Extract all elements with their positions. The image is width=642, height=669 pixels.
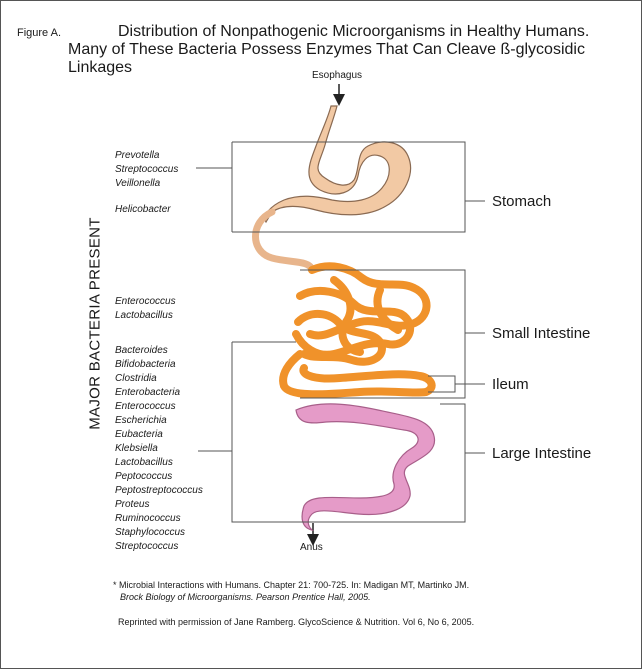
bacteria-item: Peptostreptococcus <box>115 485 203 496</box>
bacteria-item: Ruminococcus <box>115 513 181 524</box>
bacteria-item: Streptococcus <box>115 541 179 552</box>
bacteria-item: Bacteroides <box>115 345 168 356</box>
title-line-1: Distribution of Nonpathogenic Microorgan… <box>118 23 590 40</box>
bacteria-item: Streptococcus <box>115 164 179 175</box>
anus-label: Anus <box>300 542 323 553</box>
bacteria-item: Klebsiella <box>115 443 158 454</box>
ileum-bracket <box>428 375 485 393</box>
bacteria-item: Bifidobacteria <box>115 359 176 370</box>
figure-label: Figure A. <box>17 27 62 39</box>
bacteria-item: Staphylococcus <box>115 527 186 538</box>
small-intestine-label: Small Intestine <box>492 325 591 342</box>
duodenum-shape <box>252 208 316 274</box>
bacteria-item: Lactobacillus <box>115 310 173 321</box>
bacteria-item: Enterobacteria <box>115 387 181 398</box>
bacteria-item: Prevotella <box>115 150 160 161</box>
bacteria-item: Peptococcus <box>115 471 173 482</box>
stomach-label: Stomach <box>492 193 552 210</box>
ileum-shape <box>279 350 436 399</box>
large-intestine-label: Large Intestine <box>492 445 592 462</box>
esophagus-label: Esophagus <box>312 70 363 81</box>
ileum-label: Ileum <box>492 376 529 393</box>
bacteria-item: Clostridia <box>115 373 157 384</box>
bacteria-item: Escherichia <box>115 415 167 426</box>
bacteria-item: Helicobacter <box>115 204 171 215</box>
bacteria-item: Proteus <box>115 499 150 510</box>
bacteria-item: Enterococcus <box>115 296 176 307</box>
small-intestine-shape <box>292 262 431 366</box>
large-intestine-bracket <box>198 341 485 523</box>
stomach-bracket <box>196 141 485 233</box>
title-line-2: Many of These Bacteria Possess Enzymes T… <box>68 41 585 76</box>
footnote-line-2: Brock Biology of Microorganisms. Pearson… <box>120 592 371 602</box>
footnote-line-1: * Microbial Interactions with Humans. Ch… <box>113 580 470 590</box>
bacteria-item: Veillonella <box>115 178 161 189</box>
bacteria-item: Eubacteria <box>115 429 163 440</box>
small-intestine-bracket <box>300 269 485 399</box>
footnote-line-3: Reprinted with permission of Jane Ramber… <box>118 617 475 627</box>
bacteria-item: Lactobacillus <box>115 457 173 468</box>
bacteria-item: Enterococcus <box>115 401 176 412</box>
stomach-shape <box>264 105 412 224</box>
large-intestine-shape <box>295 403 436 531</box>
